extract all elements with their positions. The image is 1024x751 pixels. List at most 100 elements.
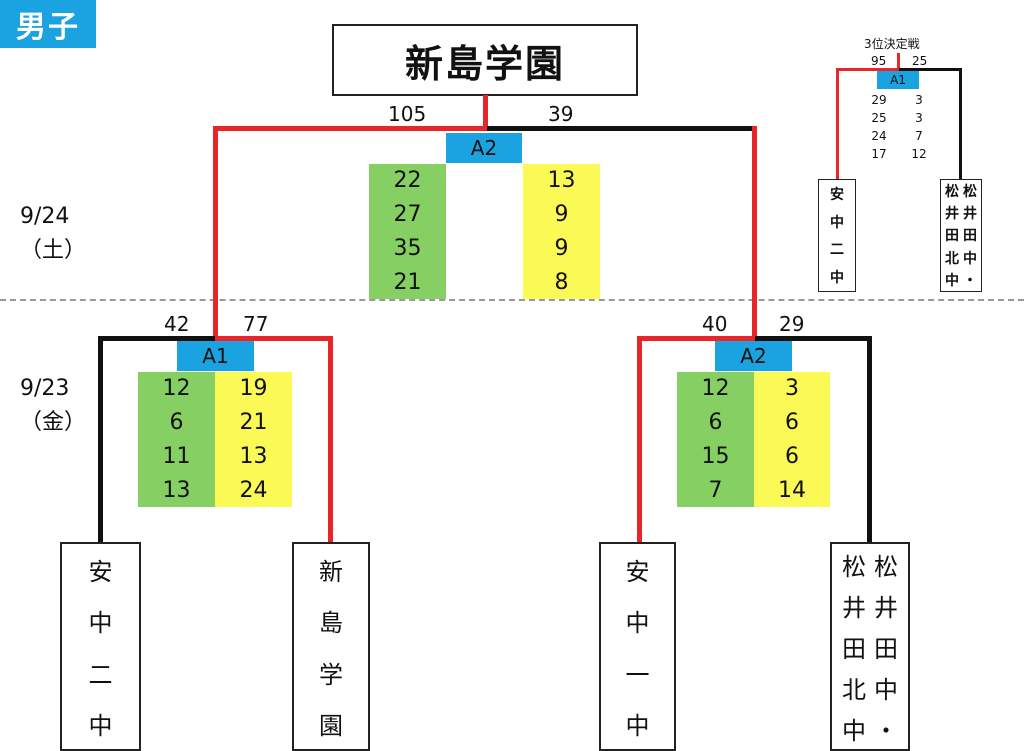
team-char: 松	[842, 553, 866, 581]
team-char: 学	[319, 660, 343, 689]
team-char: 北	[945, 250, 959, 267]
quarter-score: 11	[162, 443, 191, 469]
final-left-vertical	[213, 126, 218, 341]
final-quarters-right: 13 9 9 8	[523, 164, 600, 299]
quarter-score: 6	[785, 410, 799, 436]
quarter-score: 12	[701, 376, 730, 402]
quarter-score: 35	[393, 235, 422, 261]
team-char: 園	[319, 711, 343, 740]
final-score-right: 39	[548, 102, 574, 126]
team-char: 田	[874, 635, 898, 663]
quarter-score: 8	[554, 269, 569, 295]
team-char: 田	[945, 228, 959, 245]
team-char: 安	[88, 558, 113, 587]
team-char: 中	[625, 711, 650, 740]
final-score-left: 105	[388, 102, 427, 126]
third-place-quarters-right: 3 3 7 12	[906, 91, 932, 163]
final-left-horizontal	[213, 126, 487, 131]
semi-left-left-horizontal	[98, 336, 215, 341]
team-char: 新	[319, 558, 343, 587]
quarter-score: 6	[708, 410, 723, 436]
team-char: 井	[842, 594, 866, 622]
quarter-score: 7	[708, 477, 723, 503]
final-winner-line	[483, 95, 488, 130]
team-box-annaka-2: 安 中 二 中	[60, 542, 141, 751]
third-place-quarters-left: 29 25 24 17	[866, 91, 892, 163]
third-place-court-label: A1	[877, 71, 919, 89]
third-place-score-left: 95	[871, 54, 887, 68]
date-day1-weekday: （金）	[20, 410, 87, 435]
team-char: 井	[945, 206, 959, 223]
quarter-score: 21	[393, 269, 422, 295]
quarter-score: 9	[554, 202, 569, 228]
third-place-score-right: 25	[912, 54, 928, 68]
champion-box: 新島学園	[332, 24, 638, 96]
quarter-score: 12	[911, 147, 927, 161]
semi-right-left-vertical	[637, 336, 642, 544]
team-char: 中	[830, 270, 844, 287]
semi-right-right-horizontal	[755, 336, 872, 341]
team-char: 二	[88, 660, 113, 689]
team-char: ・	[874, 717, 898, 745]
final-right-vertical	[752, 126, 757, 341]
team-char: 松	[963, 184, 977, 201]
quarter-score: 17	[871, 147, 887, 161]
semi-left-quarters-left: 12 6 11 13	[138, 372, 215, 507]
team-char: 井	[963, 206, 977, 223]
team-char: 安	[625, 558, 650, 587]
third-place-title: 3位決定戦	[864, 37, 920, 51]
third-place-team-annaka-2: 安 中 二 中	[818, 179, 856, 292]
team-char: 中	[874, 676, 898, 704]
quarter-score: 25	[871, 111, 887, 125]
quarter-score: 24	[871, 129, 887, 143]
semi-left-right-horizontal	[215, 336, 333, 341]
team-char: 中	[945, 272, 959, 289]
semi-right-quarters-right: 3 6 6 14	[754, 372, 830, 507]
semi-right-score-right: 29	[779, 312, 805, 336]
semi-left-quarters-right: 19 21 13 24	[215, 372, 292, 507]
final-quarters-left: 22 27 35 21	[369, 164, 446, 299]
quarter-score: 6	[169, 410, 184, 436]
third-place-right-vertical	[959, 68, 962, 180]
third-place-team-matsuida: 松 井 田 北 中 松 井 田 中 ・	[940, 179, 982, 292]
quarter-score: 15	[701, 443, 730, 469]
semi-right-right-vertical	[867, 336, 872, 544]
third-place-left-horizontal	[836, 68, 899, 71]
team-char: 中	[88, 609, 113, 638]
quarter-score: 19	[239, 376, 268, 402]
semi-right-left-horizontal	[637, 336, 755, 341]
quarter-score: 21	[239, 410, 268, 436]
third-place-right-horizontal	[899, 68, 962, 71]
date-day2-weekday: （土）	[20, 238, 87, 263]
team-char: 安	[830, 186, 844, 203]
quarter-score: 7	[915, 129, 923, 143]
semi-right-score-left: 40	[702, 312, 728, 336]
team-char: 中	[963, 250, 977, 267]
team-char: 中	[842, 717, 866, 745]
team-char: 一	[625, 660, 650, 689]
third-place-winner-line	[897, 53, 900, 70]
quarter-score: 22	[393, 168, 422, 194]
quarter-score: 14	[778, 477, 806, 503]
date-day1: 9/23 （金）	[20, 372, 86, 440]
quarter-score: 29	[871, 93, 887, 107]
team-char: 北	[842, 676, 866, 704]
quarter-score: 3	[915, 93, 923, 107]
day-divider	[0, 299, 1024, 301]
date-day2-text: 9/24	[20, 204, 70, 229]
team-box-matsuida: 松 井 田 北 中 松 井 田 中 ・	[830, 542, 910, 751]
quarter-score: 13	[239, 443, 268, 469]
team-char: 松	[945, 184, 959, 201]
semi-left-score-right: 77	[243, 312, 269, 336]
date-day1-text: 9/23	[20, 376, 70, 401]
quarter-score: 6	[785, 443, 799, 469]
semi-left-court-label: A1	[177, 341, 254, 371]
boys-tag: 男子	[0, 0, 96, 48]
team-char: 二	[830, 242, 844, 259]
semi-left-right-vertical	[328, 336, 333, 544]
team-char: 中	[830, 214, 844, 231]
date-day2: 9/24 （土）	[20, 200, 86, 268]
quarter-score: 24	[239, 477, 268, 503]
team-char: ・	[963, 272, 977, 289]
quarter-score: 9	[554, 235, 569, 261]
